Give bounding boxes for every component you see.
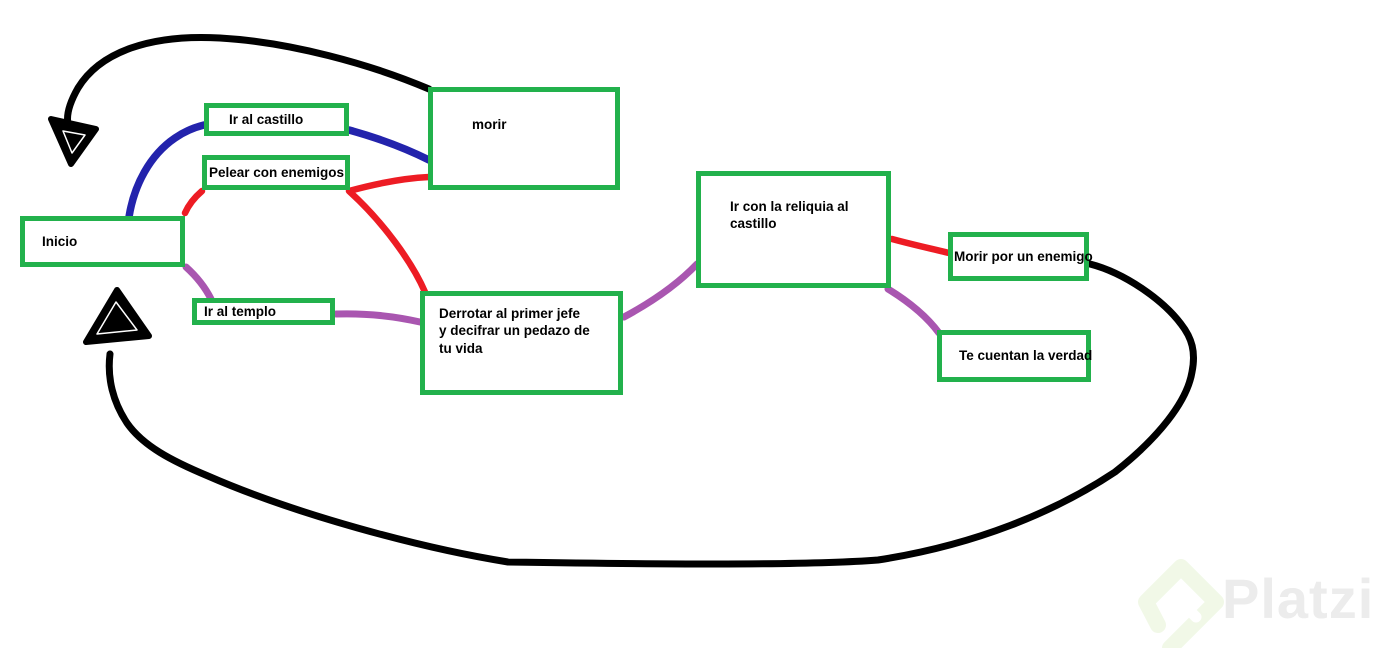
node-derrotar-jefe: Derrotar al primer jefe y decifrar un pe… [420,291,623,395]
edge-reliquia-verdad-purple [884,285,943,337]
edge-morir-to-start-black [64,33,433,128]
arrowhead-down-icon [48,116,99,167]
node-ir-al-castillo: Ir al castillo [204,103,349,136]
platzi-wordmark: Platzi [1222,567,1375,630]
edge-templo-derrotar-purple [332,310,424,326]
node-ir-al-templo: Ir al templo [192,298,335,325]
node-morir: morir [428,87,620,190]
node-te-cuentan-verdad: Te cuentan la verdad [937,330,1092,382]
arrowhead-down-inner [62,130,86,154]
edge-pelear-derrotar-red [346,188,429,296]
edge-castillo-morir-blue [345,126,433,164]
edge-reliquia-morirenemigo-red [888,235,953,257]
edge-derrotar-reliquia-purple [620,260,701,321]
edge-inicio-templo-purple [182,263,215,303]
platzi-diamond-notch [1175,596,1202,623]
arrowhead-up-inner [96,301,138,335]
node-reliquia-castillo: Ir con la reliquia al castillo [696,171,891,288]
node-inicio: Inicio [20,216,185,267]
edge-pelear-morir-red [345,173,433,195]
edge-inicio-pelear-red [181,187,206,217]
node-pelear-con-enemigos: Pelear con enemigos [202,155,350,190]
platzi-watermark: Platzi [1138,558,1391,648]
platzi-diamond [1138,559,1224,648]
arrowhead-up-icon [83,287,152,345]
platzi-logo-icon [1138,559,1224,648]
node-morir-por-enemigo: Morir por un enemigo [948,232,1093,281]
edge-morirenemigo-loop-black [105,260,1198,568]
edge-inicio-castillo-blue [125,121,208,221]
